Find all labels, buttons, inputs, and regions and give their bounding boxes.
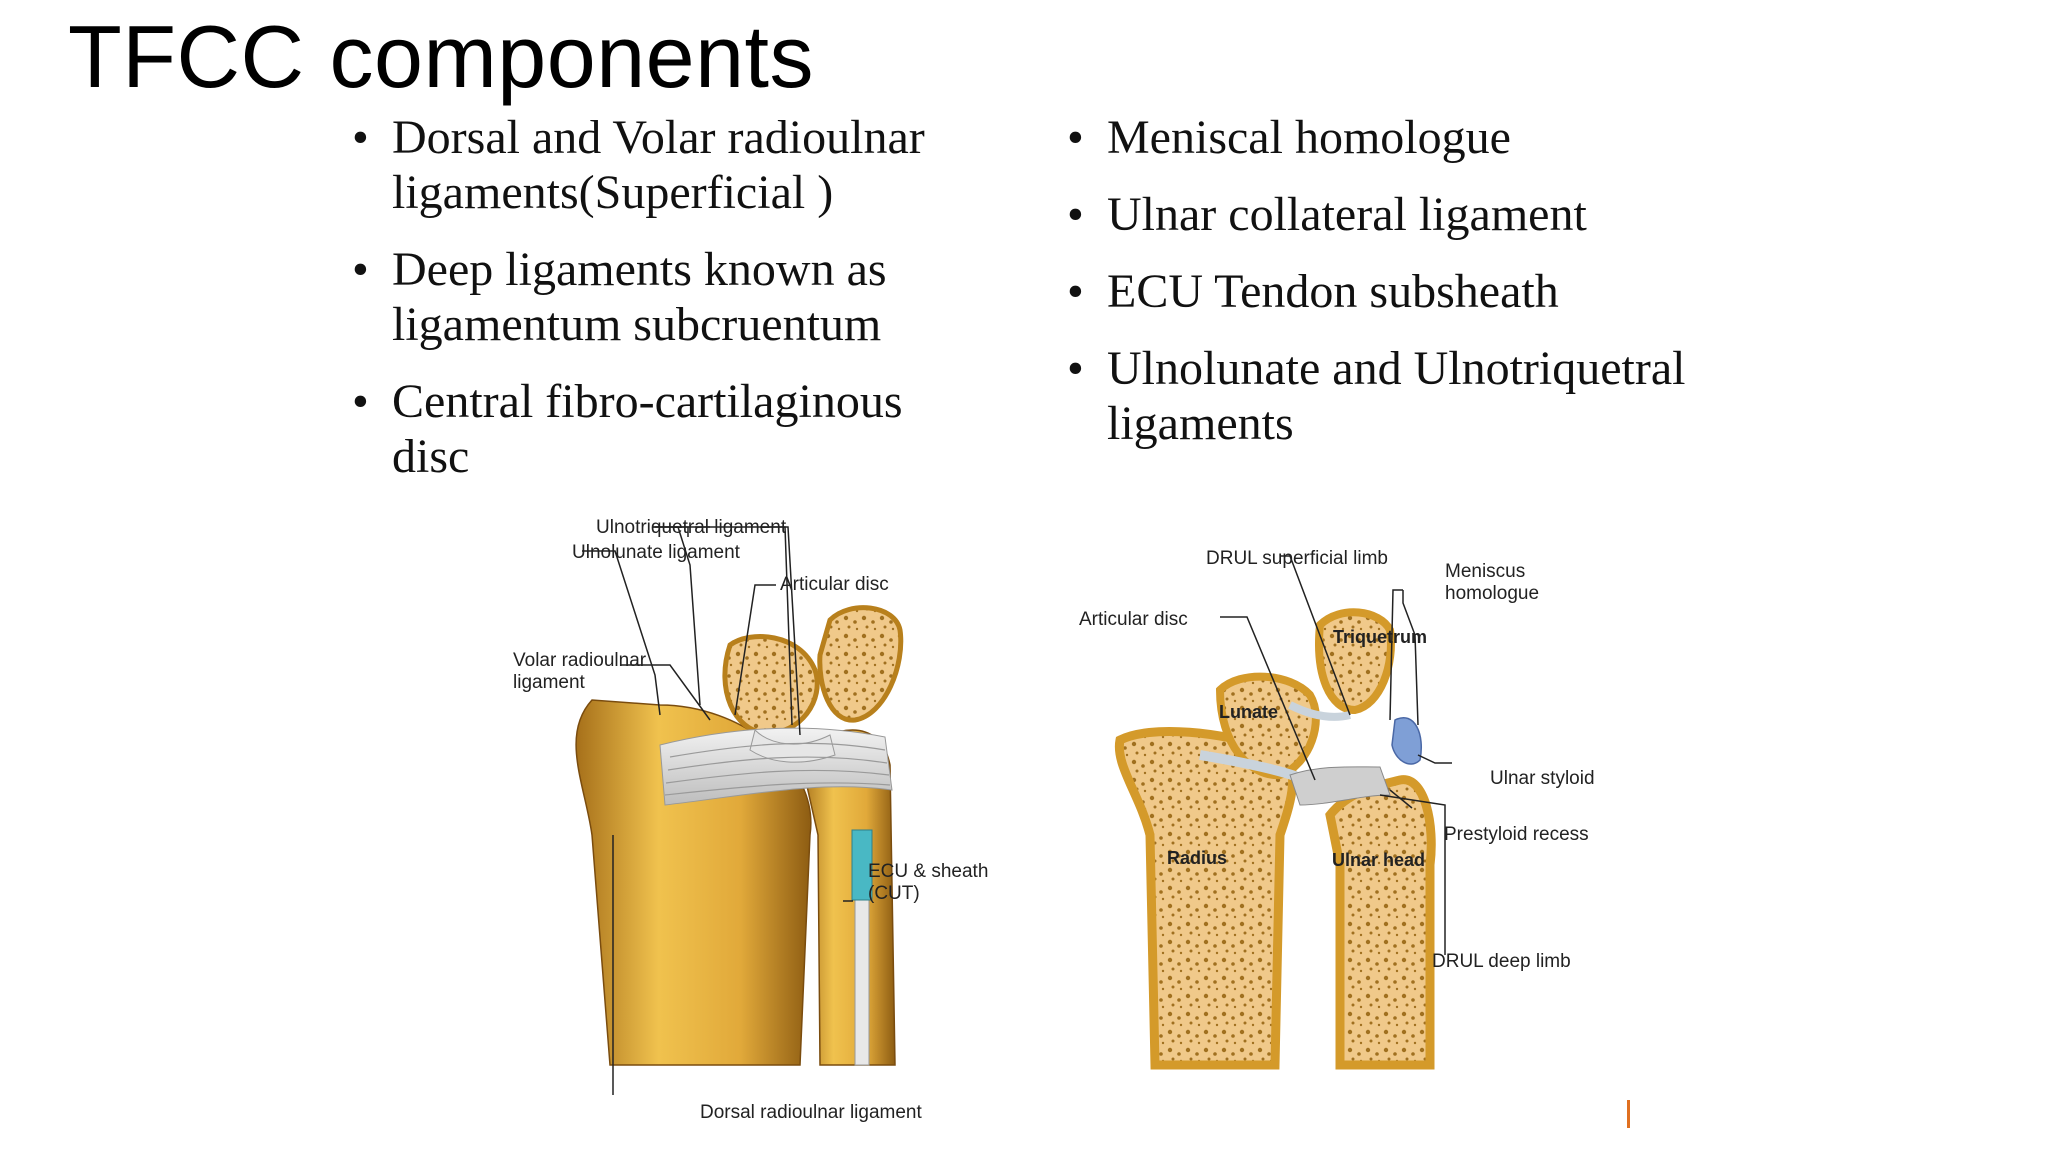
label-triquetrum: Triquetrum — [1333, 627, 1427, 647]
label-volar-radioulnar-1: Volar radioulnar — [513, 650, 647, 671]
label-articular-disc: Articular disc — [780, 574, 889, 595]
articular-disc — [1289, 766, 1391, 806]
label-drul-superficial-limb: DRUL superficial limb — [1206, 548, 1388, 569]
bullet-item: Meniscal homologue — [1063, 110, 1743, 165]
bullet-item: Dorsal and Volar radioulnar ligaments(Su… — [348, 110, 988, 220]
label-ulnolunate-ligament: Ulnolunate ligament — [572, 542, 741, 563]
label-ulnar-styloid: Ulnar styloid — [1490, 768, 1595, 789]
label-meniscus-2: homologue — [1445, 583, 1539, 604]
label-drul-deep-limb: DRUL deep limb — [1432, 951, 1571, 972]
left-bullet-list: Dorsal and Volar radioulnar ligaments(Su… — [348, 110, 988, 506]
bullet-item: Central fibro-cartilaginous disc — [348, 374, 988, 484]
lunate-section — [1215, 672, 1320, 780]
label-ulnar-head: Ulnar head — [1332, 850, 1425, 870]
label-meniscus-1: Meniscus — [1445, 561, 1525, 582]
ulnolunate-ligament-band — [749, 729, 836, 763]
bullet-item: Ulnolunate and Ulnotriquetral ligaments — [1063, 341, 1743, 451]
label-radius: Radius — [1167, 848, 1227, 868]
label-dorsal-radioulnar-ligament: Dorsal radioulnar ligament — [700, 1102, 922, 1123]
label-volar-radioulnar-2: ligament — [513, 672, 586, 693]
radius-section — [1114, 726, 1298, 1070]
left-wrist-illustration: Ulnotriquetral ligament Ulnolunate ligam… — [513, 517, 988, 1123]
ecu-sheath — [851, 829, 873, 901]
label-lunate: Lunate — [1219, 702, 1278, 722]
slide-corner-mark — [1627, 1100, 1630, 1128]
label-ecu-sheath-2: (CUT) — [868, 883, 920, 904]
label-ecu-sheath-1: ECU & sheath — [868, 861, 988, 882]
dorsal-radioulnar-ligament-band — [659, 727, 893, 806]
bullet-item: Ulnar collateral ligament — [1063, 187, 1743, 242]
bullet-item: ECU Tendon subsheath — [1063, 264, 1743, 319]
label-articular-disc-right: Articular disc — [1079, 609, 1188, 630]
tfcc-anatomy-figure: Ulnotriquetral ligament Ulnolunate ligam… — [513, 517, 1595, 1123]
lunate-bone — [722, 634, 820, 736]
label-prestyloid-recess: Prestyloid recess — [1444, 824, 1589, 845]
ulna-section — [1325, 775, 1436, 1070]
triquetrum-section — [1315, 608, 1395, 715]
bullet-item: Deep ligaments known as ligamentum subcr… — [348, 242, 988, 352]
right-coronal-section: DRUL superficial limb Meniscus homologue… — [1079, 548, 1595, 1070]
triquetrum-bone — [817, 605, 904, 723]
meniscus-homologue — [1391, 717, 1422, 765]
slide-title: TFCC components — [68, 7, 814, 106]
label-ulnotriquetral-ligament: Ulnotriquetral ligament — [596, 517, 787, 538]
right-bullet-list: Meniscal homologue Ulnar collateral liga… — [1063, 110, 1743, 473]
